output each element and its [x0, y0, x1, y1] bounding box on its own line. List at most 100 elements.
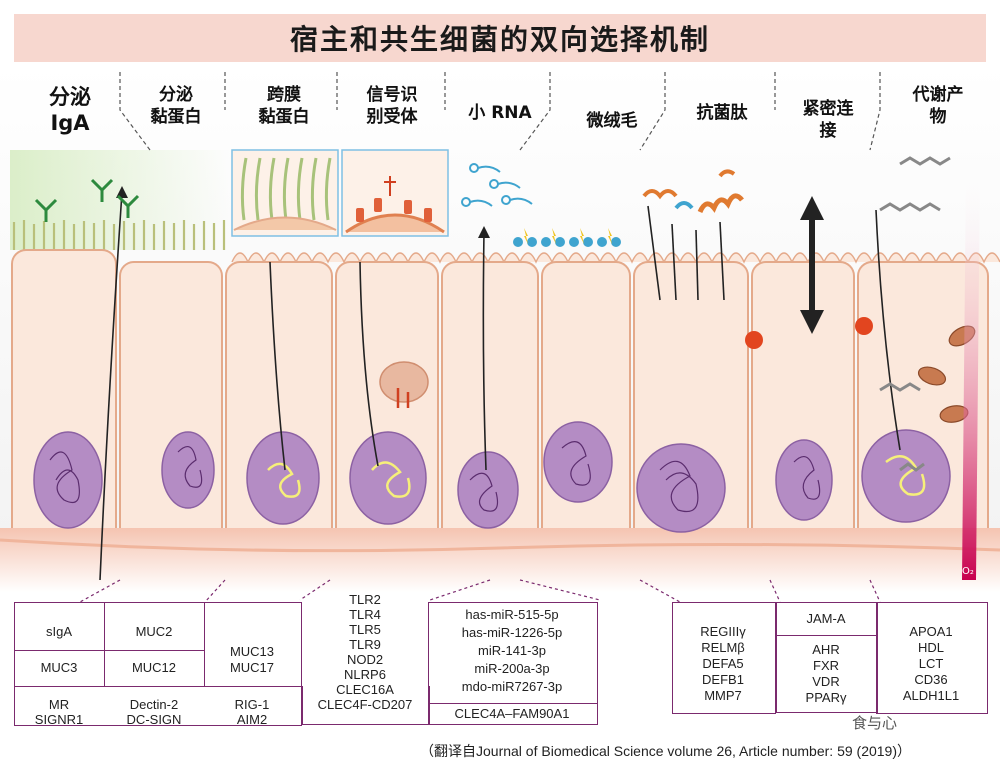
mechanism-line: 信号识: [366, 85, 418, 105]
oxygen-gradient: [962, 168, 980, 580]
bacterial-dna: [267, 455, 926, 498]
molecule-label: CLEC4A–FAM90A1: [454, 706, 570, 721]
molecule-label: HDL: [917, 640, 944, 655]
group-box-antimicrobial: [672, 602, 776, 714]
tight-junction-arrow: [800, 196, 824, 334]
grid-rule: [14, 686, 302, 687]
mechanism-line: 代谢产: [912, 85, 964, 105]
molecule-label: REGIIIγ: [700, 624, 746, 639]
nucleus-8: [775, 439, 833, 521]
grid-rule: [204, 602, 205, 686]
molecule-label: TLR5: [349, 622, 381, 637]
tight-junctions: [745, 317, 873, 349]
transmembrane-mucin-inset: [231, 149, 339, 237]
nuclei: [33, 421, 951, 533]
antimicrobial-peptides: [642, 169, 744, 214]
mechanism-line: 分泌: [49, 85, 91, 109]
molecule-label: CLEC4F-CD207: [317, 697, 413, 712]
group-box-small-rna: [428, 602, 598, 704]
molecule-label: MUC12: [131, 660, 177, 675]
mechanism-label-microvilli: 微绒毛: [572, 110, 652, 132]
group-box-nuclear-receptors: [776, 634, 878, 713]
signal-arrows: [99, 191, 901, 581]
molecule-label: miR-141-3p: [478, 643, 546, 658]
molecule-label: NOD2: [346, 652, 384, 667]
source-credit: （翻译自Journal of Biomedical Science volume…: [420, 743, 911, 759]
molecule-label: MUC2: [135, 624, 173, 639]
o2-label: O₂: [962, 566, 974, 577]
molecule-label: CLEC16A: [336, 682, 394, 697]
secreted-iga: [34, 178, 140, 222]
molecule-label: FXR: [813, 658, 839, 673]
metabolites: [879, 156, 951, 472]
nucleus-4: [349, 431, 427, 525]
grid-rule: [14, 650, 204, 651]
mechanism-line: 接: [819, 121, 837, 141]
mechanism-label-iga: 分泌 IgA: [38, 84, 102, 136]
endosome: [379, 361, 429, 408]
receptor-inset: [341, 149, 449, 237]
molecule-label: LCT: [918, 656, 944, 671]
cell-2: [119, 261, 223, 546]
antimicrobial-list: REGIIIγ RELMβ DEFA5 DEFB1 MMP7: [672, 624, 774, 704]
molecule-label: RIG-1: [234, 697, 270, 712]
group-box-mucins: [14, 602, 302, 726]
microvilli-charges: [513, 228, 621, 247]
group-box-clec4a: [428, 702, 598, 725]
group-box-receptors: [302, 686, 430, 725]
molecule-label: VDR: [812, 674, 840, 689]
grid-rule: [104, 602, 105, 686]
mechanism-label-antimicrobial-peptides: 抗菌肽: [682, 102, 762, 124]
molecule-label: MUC3: [40, 660, 78, 675]
nucleus-5: [457, 451, 519, 529]
group-box-metabolites: [876, 602, 988, 714]
molecule-label: DEFA5: [702, 656, 744, 671]
nucleus-3: [246, 431, 320, 525]
mechanism-label-tight-junction: 紧密连 接: [788, 98, 868, 142]
nuclear-receptor-list: AHR FXR VDR PPARγ: [776, 642, 876, 706]
group-box-jam-a: [776, 602, 878, 636]
mechanism-line: 抗菌肽: [696, 103, 748, 123]
chromatin: [49, 441, 821, 512]
watermark: 食与心: [852, 714, 898, 732]
molecule-label: MMP7: [704, 688, 742, 703]
mechanism-label-secreted-mucin: 分泌 黏蛋白: [136, 84, 216, 128]
molecule-label: miR-200a-3p: [474, 661, 550, 676]
mechanism-line: 黏蛋白: [150, 107, 202, 127]
molecule-label: TLR9: [349, 637, 381, 652]
mechanism-line: 跨膜: [267, 85, 301, 105]
small-rna: [461, 163, 533, 207]
small-rna-list: has-miR-515-5p has-miR-1226-5p miR-141-3…: [428, 606, 596, 696]
mechanism-line: 小 RNA: [468, 103, 532, 123]
molecule-label: NLRP6: [344, 667, 386, 682]
receptor-list: TLR2 TLR4 TLR5 TLR9 NOD2 NLRP6 CLEC16A C…: [302, 592, 428, 712]
mechanism-line: 微绒毛: [586, 111, 638, 131]
mechanism-line: 物: [929, 107, 947, 127]
molecule-label: MR: [48, 697, 70, 712]
molecule-label: APOA1: [909, 624, 953, 639]
molecule-label: SIGNR1: [34, 712, 84, 727]
basement-line: [0, 538, 1000, 553]
molecule-label: sIgA: [45, 624, 72, 639]
molecule-label: TLR4: [349, 607, 381, 622]
mechanism-dividers: [119, 72, 881, 151]
cell-6: [541, 261, 631, 546]
molecule-label: JAM-A: [806, 611, 846, 626]
nucleus-7: [636, 443, 726, 533]
mechanism-line: 别受体: [366, 107, 418, 127]
villi: [12, 220, 226, 250]
molecule-label: PPARγ: [805, 690, 847, 705]
molecule-label: AIM2: [236, 712, 268, 727]
molecule-label: DEFB1: [702, 672, 744, 687]
molecule-label: ALDH1L1: [902, 688, 960, 703]
molecule-label: TLR2: [349, 592, 381, 607]
leader-lines: [79, 579, 881, 603]
molecule-label: MUC13: [229, 644, 275, 659]
mechanism-line: 分泌: [159, 85, 193, 105]
mechanism-line: 黏蛋白: [258, 107, 310, 127]
mechanism-line: IgA: [50, 111, 90, 135]
mechanism-label-receptors: 信号识 别受体: [352, 84, 432, 128]
molecule-label: mdo-miR7267-3p: [461, 679, 563, 694]
nucleus-2: [161, 431, 215, 509]
